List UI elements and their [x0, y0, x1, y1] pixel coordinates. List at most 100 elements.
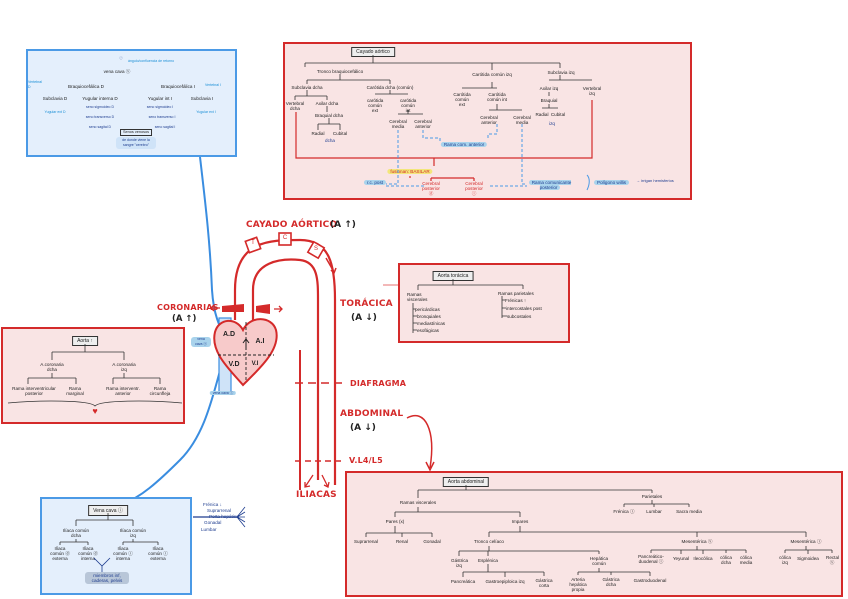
- rama-com-post: Rama comunicante posterior: [528, 180, 572, 190]
- tor-par-2: subcostales: [507, 314, 532, 319]
- braquial-izq: Braquial: [540, 98, 558, 103]
- vena-cava-inf-label: vena cava ⓘ: [209, 390, 237, 396]
- coronary-left-band: [222, 304, 244, 312]
- carotida-ext-d: carótida común ext: [367, 98, 384, 113]
- interventricular-post: Rama interventricular posterior: [12, 386, 56, 396]
- abd-par-0: Frénica ⓘ: [613, 509, 635, 514]
- basilar: fusionan: BASILAR: [387, 169, 433, 174]
- mes-inf-1: Sigmoidea: [797, 556, 819, 561]
- axilar-izq: Axilar izq: [539, 86, 559, 91]
- coronary-right-band: [256, 304, 270, 314]
- abd-parietales: Parietales: [641, 494, 663, 499]
- abd-impares: Impares: [511, 519, 529, 524]
- abd-par-2: Sacra media: [676, 509, 702, 514]
- subclavia-dcha: Subclavia dcha: [291, 85, 323, 90]
- aorta-inner: [251, 258, 320, 480]
- iliacas-label: ILIACAS: [296, 490, 337, 500]
- esplenica-0: Pancreática: [450, 579, 476, 584]
- yugular-int-d: Yugular interna D: [82, 96, 118, 101]
- rama-com-anterior: Rama com. anterior: [440, 142, 488, 147]
- iliac-arrow-left: [304, 474, 314, 488]
- circunfleja: Rama circunfleja: [149, 386, 171, 396]
- iliaca-ext-i: Ilíaca común ⓘ externa: [148, 546, 168, 561]
- vena-cava-sup-text: vena cava ⓢ: [191, 337, 211, 347]
- tor-par-1: intercostales post: [506, 306, 542, 311]
- coronary-arrow-left: [210, 304, 220, 312]
- marginal: Rama marginal: [66, 386, 84, 396]
- vena-cava-inf-text: vena cava ⓘ: [209, 391, 237, 395]
- mes-inf: Mesentérica ⓘ: [790, 539, 822, 544]
- abd-viscerales: Ramas viscerales: [399, 500, 437, 505]
- hepatica-0: Arteria hepática propia: [569, 577, 587, 592]
- diafragma-label: DIAFRAGMA: [350, 379, 407, 388]
- arch-label-t: T: [251, 240, 255, 246]
- coronarias-dir: (A ↑): [172, 314, 197, 324]
- heart-mini-icon: ♡: [118, 56, 124, 61]
- arch-label-c: C: [282, 235, 288, 241]
- braquial-dcha: Braquial dcha: [314, 113, 344, 118]
- tor-parietales: Ramas parietales: [498, 291, 534, 296]
- cerebral-post-2: Cerebral posterior ⓘ: [465, 181, 483, 196]
- aorta-abdominal-box: [345, 471, 843, 597]
- venous-note-text: de donde viene la sangre "cerebro": [122, 138, 150, 147]
- rama-com-anterior-text: Rama com. anterior: [440, 142, 488, 147]
- interventricular-ant: Rama interventr. anterior: [106, 386, 140, 396]
- cerebral-ant-i: Cerebral anterior: [480, 115, 498, 125]
- abd-pares: Pares (x): [385, 519, 405, 524]
- vena-inf-note: miembros inf, caderas, pelvis: [85, 572, 129, 584]
- aorta-toracica-box: [398, 263, 570, 343]
- tor-visc-1: bronquiales: [417, 314, 441, 319]
- irrigan-hemisferios: → irrigan hemisferios: [636, 178, 674, 183]
- arch-branch-c: [278, 232, 292, 246]
- celiaco-0: Gástrica izq: [451, 558, 469, 568]
- mes-sup-4: cólica media: [739, 555, 753, 565]
- cerebral-media-d: Cerebral media: [389, 119, 407, 129]
- hepatica-2: Gastroduodenal: [633, 578, 667, 583]
- vertebral-i: Vertebral I: [205, 83, 221, 87]
- seno-sagital-d: seno sagital D: [88, 125, 112, 129]
- vena-inf-note-text: miembros inf, caderas, pelvis: [85, 572, 129, 584]
- carotida-int-i: Carótida común int: [487, 92, 507, 102]
- izq-label: izq: [549, 121, 555, 126]
- vena-cava-sup-label: vena cava ⓢ: [191, 337, 211, 347]
- seno-sagital-i: seno sagital I: [154, 125, 176, 129]
- heart-glyph-icon: ♥: [92, 406, 98, 416]
- axilar-dcha: Axilar dcha: [315, 101, 339, 106]
- poligono-text: Polígono willis: [594, 180, 630, 185]
- tor-par-0: Frénicas ↑: [505, 298, 527, 303]
- rama-com-post-text: Rama comunicante posterior: [528, 180, 572, 190]
- subclavia-izq: Subclavia izq: [547, 70, 575, 75]
- vertebral-d: Vertebral D: [28, 80, 43, 89]
- abdominal-arrow: [406, 414, 435, 472]
- iliaca-comun-d: Ilíaca común dcha: [62, 528, 90, 538]
- cerebral-post-1: Cerebral posterior ⓓ: [422, 181, 440, 196]
- venous-root: vena cava ⓢ: [103, 69, 131, 74]
- carotida-ext-i: Carótida común ext: [453, 92, 471, 107]
- tor-viscerales: Ramas viscerales: [407, 292, 428, 302]
- cayado-label: CAYADO AÓRTICO: [246, 220, 338, 230]
- cor-izq: A.coronaria izq: [112, 362, 136, 372]
- coronary-arrow-right: [274, 305, 283, 313]
- iliaca-int-i: Ilíaca común ⓘ interna: [113, 546, 133, 561]
- yugular-ext-d: Yugular ext D: [44, 110, 66, 114]
- vena-inf-side-1: Suprarrenal: [207, 508, 232, 513]
- tronco-braquiocefalico: Tronco braquiocefálico: [316, 69, 364, 74]
- mes-sup-3: cólica dcha: [720, 555, 732, 565]
- dcha-label: dcha: [325, 138, 335, 143]
- esplenica-1: Gastroepiploica izq: [485, 579, 525, 584]
- subclavia-d: Subclavia D: [42, 96, 68, 101]
- tor-visc-2: mediastínicas: [417, 321, 446, 326]
- iliaca-ext-d: Ilíaca común ⓓ externa: [50, 546, 70, 561]
- abdominal-dir: (A ↓): [350, 423, 376, 433]
- mes-sup-2: Ileocólica: [693, 556, 713, 561]
- celiaco-1: Esplénica: [478, 558, 498, 563]
- heart-arrow: [242, 338, 250, 350]
- vena-inf-side-0: Frénica ↓: [203, 502, 222, 507]
- senos-venosos: Senos venosos: [120, 129, 152, 136]
- vena-inf-side-4: Lumbar: [201, 527, 217, 532]
- yugular-ext-i: Yugular ext I: [196, 110, 216, 114]
